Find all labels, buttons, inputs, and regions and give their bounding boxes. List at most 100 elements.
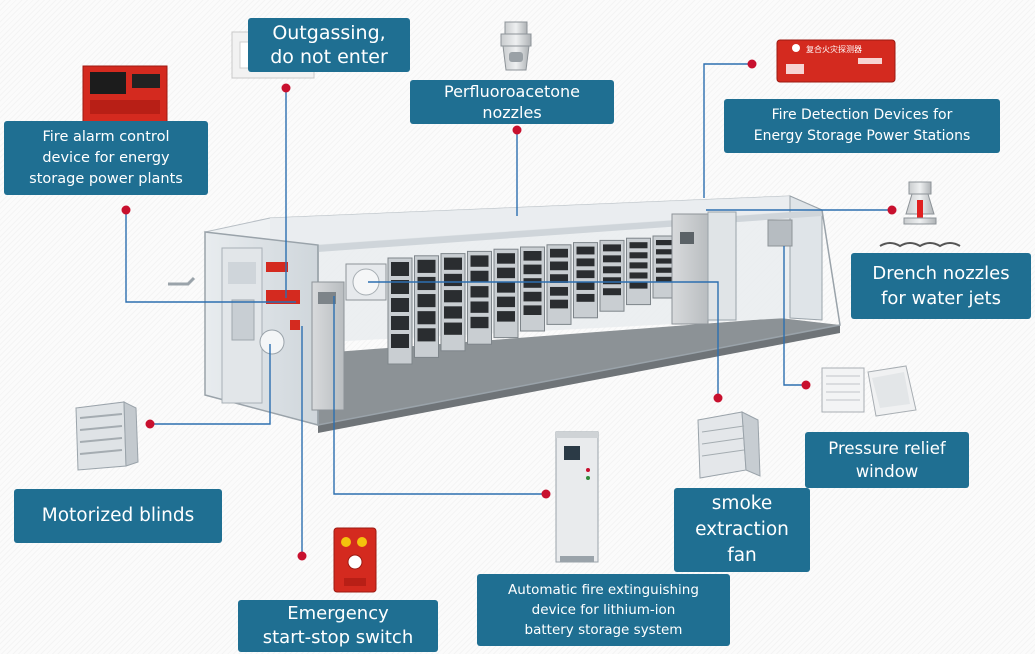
battery-module xyxy=(391,334,409,348)
leader-lines xyxy=(125,63,892,556)
leader-smoke-fan xyxy=(368,281,719,398)
drench-nozzles-label: Drench nozzles for water jets xyxy=(851,253,1031,319)
battery-module xyxy=(444,273,462,287)
right-vent xyxy=(767,219,793,247)
detector-title-text: 复合火灾探测器 xyxy=(806,44,862,54)
battery-module xyxy=(576,258,595,267)
pressure-relief-label: Pressure relief window xyxy=(805,432,969,488)
battery-module xyxy=(444,257,462,270)
drench-nozzle-device xyxy=(879,181,961,248)
battery-module xyxy=(470,301,489,313)
fan-on-container xyxy=(259,329,285,355)
dot-pressure-relief xyxy=(801,380,811,390)
battery-module xyxy=(550,248,568,258)
container-right-end xyxy=(789,195,823,321)
battery-rack xyxy=(546,244,572,325)
battery-module xyxy=(417,276,436,291)
fire-detection-label: Fire Detection Devices for Energy Storag… xyxy=(724,99,1000,153)
battery-module xyxy=(470,270,489,283)
pressure-relief-window-device xyxy=(821,365,917,417)
battery-racks xyxy=(387,235,678,365)
battery-module xyxy=(523,291,542,302)
fire-detection-device: 复合火灾探测器 xyxy=(776,39,896,83)
leader-fire-alarm xyxy=(125,210,296,303)
battery-module xyxy=(523,251,542,261)
battery-module xyxy=(576,270,595,279)
battery-module xyxy=(603,244,621,252)
battery-module xyxy=(550,274,568,283)
energy-storage-container xyxy=(168,195,841,433)
dot-perfluoroacetone xyxy=(512,125,522,135)
battery-module xyxy=(417,259,436,273)
emergency-switch-label: Emergency start-stop switch xyxy=(238,600,438,652)
battery-module xyxy=(391,316,409,330)
battery-module xyxy=(391,262,409,276)
battery-module xyxy=(523,264,542,275)
battery-module xyxy=(576,246,595,255)
battery-module xyxy=(656,249,674,255)
battery-module xyxy=(444,306,462,319)
battery-module xyxy=(656,258,674,264)
battery-rack xyxy=(520,246,545,332)
battery-module xyxy=(603,277,621,285)
battery-module xyxy=(497,267,515,279)
battery-rack xyxy=(599,239,625,312)
battery-module xyxy=(656,276,674,282)
right-cabinet xyxy=(671,213,709,325)
dot-auto-extinguishing xyxy=(541,489,551,499)
battery-module xyxy=(417,328,436,342)
dot-drench xyxy=(887,205,897,215)
leader-fire-detection xyxy=(703,63,752,198)
battery-module xyxy=(576,293,595,302)
motorized-blinds-label: Motorized blinds xyxy=(14,489,222,543)
battery-module xyxy=(391,280,409,294)
battery-module xyxy=(417,294,436,308)
battery-module xyxy=(629,252,648,259)
leader-pressure-relief xyxy=(783,246,806,386)
dot-blinds xyxy=(145,419,155,429)
battery-module xyxy=(629,272,648,279)
battery-module xyxy=(497,253,515,264)
battery-module xyxy=(470,286,489,298)
leader-dots xyxy=(121,59,897,561)
dot-emergency xyxy=(297,551,307,561)
battery-module xyxy=(523,278,542,288)
battery-module xyxy=(603,266,621,274)
battery-module xyxy=(550,299,568,309)
battery-module xyxy=(417,311,436,325)
battery-module xyxy=(550,261,568,271)
battery-module xyxy=(629,282,648,289)
dot-smoke-fan xyxy=(713,393,723,403)
dot-fire-alarm xyxy=(121,205,131,215)
battery-module xyxy=(523,305,542,315)
battery-module xyxy=(497,311,515,322)
container-floor xyxy=(205,318,840,425)
battery-rack xyxy=(626,237,651,306)
auto-extinguishing-cabinet-device xyxy=(555,431,599,563)
dot-outgassing xyxy=(281,83,291,93)
battery-rack xyxy=(493,248,519,339)
smoke-extraction-fan-label: smoke extraction fan xyxy=(674,488,810,572)
battery-module xyxy=(603,288,621,296)
battery-module xyxy=(470,255,489,267)
leader-auto-extinguishing xyxy=(333,296,546,495)
battery-module xyxy=(470,316,489,329)
outgassing-label: Outgassing, do not enter xyxy=(248,18,410,72)
smoke-extraction-fan-device xyxy=(697,411,761,479)
battery-module xyxy=(550,286,568,296)
leader-blinds xyxy=(150,344,271,425)
battery-module xyxy=(656,240,674,246)
motorized-blinds-device xyxy=(75,401,139,471)
dot-fire-detection xyxy=(747,59,757,69)
perfluoroacetone-nozzle-device xyxy=(500,21,532,71)
battery-module xyxy=(629,262,648,269)
battery-module xyxy=(444,322,462,335)
battery-module xyxy=(576,282,595,290)
fire-alarm-label: Fire alarm control device for energy sto… xyxy=(4,121,208,195)
auto-extinguishing-label: Automatic fire extinguishing device for … xyxy=(477,574,730,646)
battery-module xyxy=(497,296,515,308)
battery-module xyxy=(391,298,409,312)
emergency-switch-device xyxy=(333,527,377,593)
battery-rack xyxy=(573,242,598,319)
